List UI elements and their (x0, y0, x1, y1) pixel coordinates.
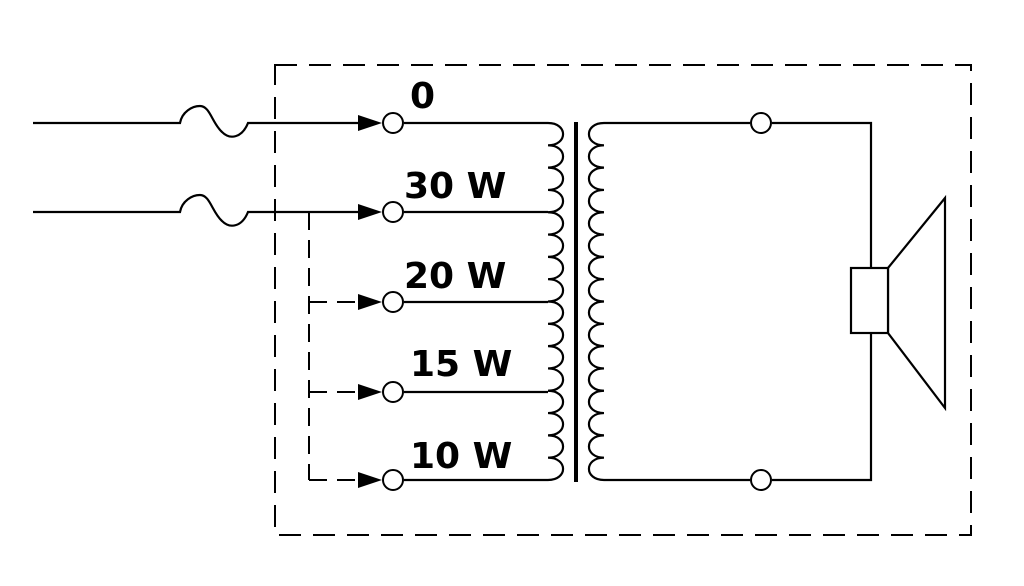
tap-label-20w: 20 W (404, 256, 506, 297)
terminal-tap-10w (382, 469, 404, 491)
arrow-tap-15w (358, 384, 382, 400)
secondary-winding (587, 121, 605, 482)
terminal-tap-0 (382, 112, 404, 134)
terminal-tap-30w (382, 201, 404, 223)
terminal-secondary-top (750, 112, 772, 134)
arrow-tap-0 (358, 115, 382, 131)
arrow-tap-20w (358, 294, 382, 310)
tap-label-10w: 10 W (410, 436, 512, 477)
primary-winding (547, 121, 565, 482)
tap-selector-jumper (308, 212, 368, 481)
arrow-tap-10w (358, 472, 382, 488)
tap-label-0: 0 (410, 76, 435, 117)
enclosure-boundary (274, 64, 972, 536)
input-line-top (33, 104, 370, 138)
terminal-tap-20w (382, 291, 404, 313)
tap-label-15w: 15 W (410, 344, 512, 385)
loudspeaker-icon (849, 194, 947, 412)
tap-label-30w: 30 W (404, 166, 506, 207)
input-line-bottom (33, 193, 370, 227)
arrow-tap-30w (358, 204, 382, 220)
terminal-secondary-bottom (750, 469, 772, 491)
terminal-tap-15w (382, 381, 404, 403)
